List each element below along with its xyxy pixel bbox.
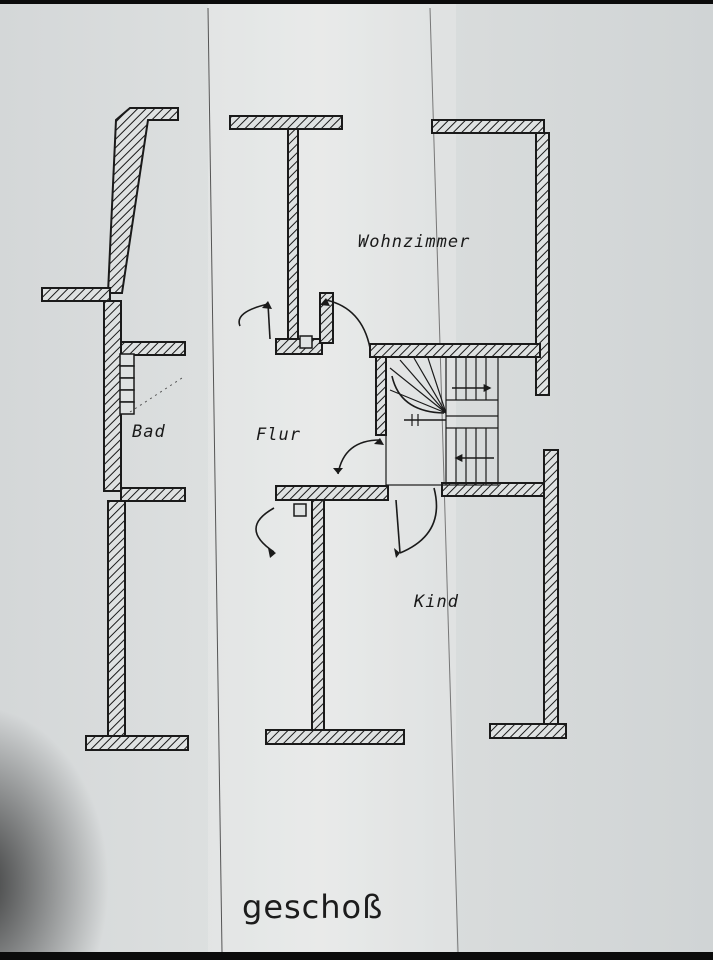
wall-stair-side [375,356,387,436]
door-arrow-5 [268,548,276,558]
fold-line-right [429,8,459,952]
floor-plan-sheet: Wohnzimmer Bad Flur Kind geschoß [0,4,713,952]
wall-flur-bottom [275,485,389,501]
wall-wohnzimmer-top [431,119,545,134]
wall-center-lower [311,499,325,733]
wall-left-bad [103,300,122,492]
wall-center-upper-foot [275,338,323,355]
door-leaf-kind [395,499,401,554]
wall-center-upper [287,128,299,340]
door-swing-upper-left [238,303,269,327]
bad-dotted-line [129,377,183,413]
wall-left-stub [41,287,111,302]
room-label-wohnzimmer: Wohnzimmer [358,232,471,252]
wall-top-center [229,115,343,130]
chimney-blocks [119,335,313,517]
room-label-flur: Flur [256,425,301,445]
hand-shadow [0,704,110,952]
wall-wohnzimmer-bottom [369,343,541,358]
wall-left-upper [106,107,179,294]
wall-left-lower [107,500,126,742]
door-arrow-3 [374,438,384,445]
wall-kind-right [543,449,559,739]
room-label-bad: Bad [132,422,166,442]
paper-fold-strip [208,4,456,952]
door-arrow-4 [333,468,343,474]
door-arrow-1 [262,301,272,309]
door-swing-lower-left [255,507,275,553]
door-swing-flur [337,439,381,475]
wall-bad-bottom [120,487,186,502]
floor-plan-drawing [41,8,567,952]
door-leaf-upper-left [267,303,271,340]
staircase [385,356,499,486]
door-swing-kind [399,487,438,554]
room-label-kind: Kind [414,592,459,612]
floor-title: geschoß [242,888,384,926]
door-arrow-2 [320,298,330,306]
door-arrow-6 [394,548,400,558]
wall-bad-top [120,341,186,356]
wall-bottom-center [265,729,405,745]
wall-wohnzimmer-right [535,132,550,396]
door-swing-upper-right [325,299,371,349]
wall-kind-bottom [489,723,567,739]
fold-line-left [207,8,223,952]
